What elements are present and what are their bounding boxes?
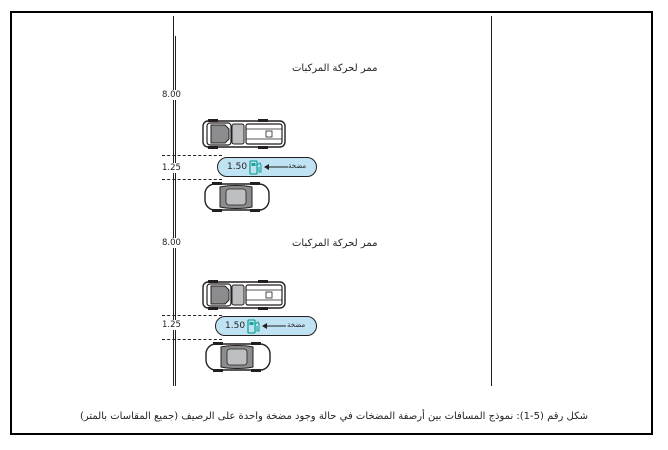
dimension-line (175, 36, 176, 386)
dimension-island-bottom: 1.25 (162, 320, 181, 330)
lane-label-top: ممر لحركة المركبات (292, 63, 378, 74)
pickup-truck-icon (202, 280, 286, 310)
arrow-left-icon (264, 164, 288, 170)
figure-frame (10, 11, 653, 435)
dimension-lane-middle: 8.00 (162, 238, 181, 248)
fuel-pump-icon (247, 319, 260, 334)
island-width-bottom: 1.50 (225, 321, 246, 331)
island-width-top: 1.50 (227, 162, 248, 172)
extension-line (162, 315, 222, 316)
lane-label-middle: ممر لحركة المركبات (292, 238, 378, 249)
dimension-lane-top: 8.00 (162, 90, 181, 100)
sedan-icon (205, 342, 271, 372)
extension-line (162, 179, 222, 180)
pump-label-bottom: مضخة (287, 321, 306, 329)
lane-boundary-right (491, 16, 492, 386)
extension-line (162, 339, 222, 340)
extension-line (162, 155, 222, 156)
pickup-truck-icon (202, 119, 286, 149)
fuel-pump-icon (249, 160, 262, 175)
dimension-island-top: 1.25 (162, 163, 181, 173)
arrow-left-icon (262, 323, 286, 329)
pump-label-top: مضخة (288, 162, 307, 170)
sedan-icon (204, 182, 270, 212)
figure-caption: شكل رقم (5-1): نموذج المسافات بين أرصفة … (79, 411, 589, 422)
lane-boundary-left (173, 16, 174, 386)
